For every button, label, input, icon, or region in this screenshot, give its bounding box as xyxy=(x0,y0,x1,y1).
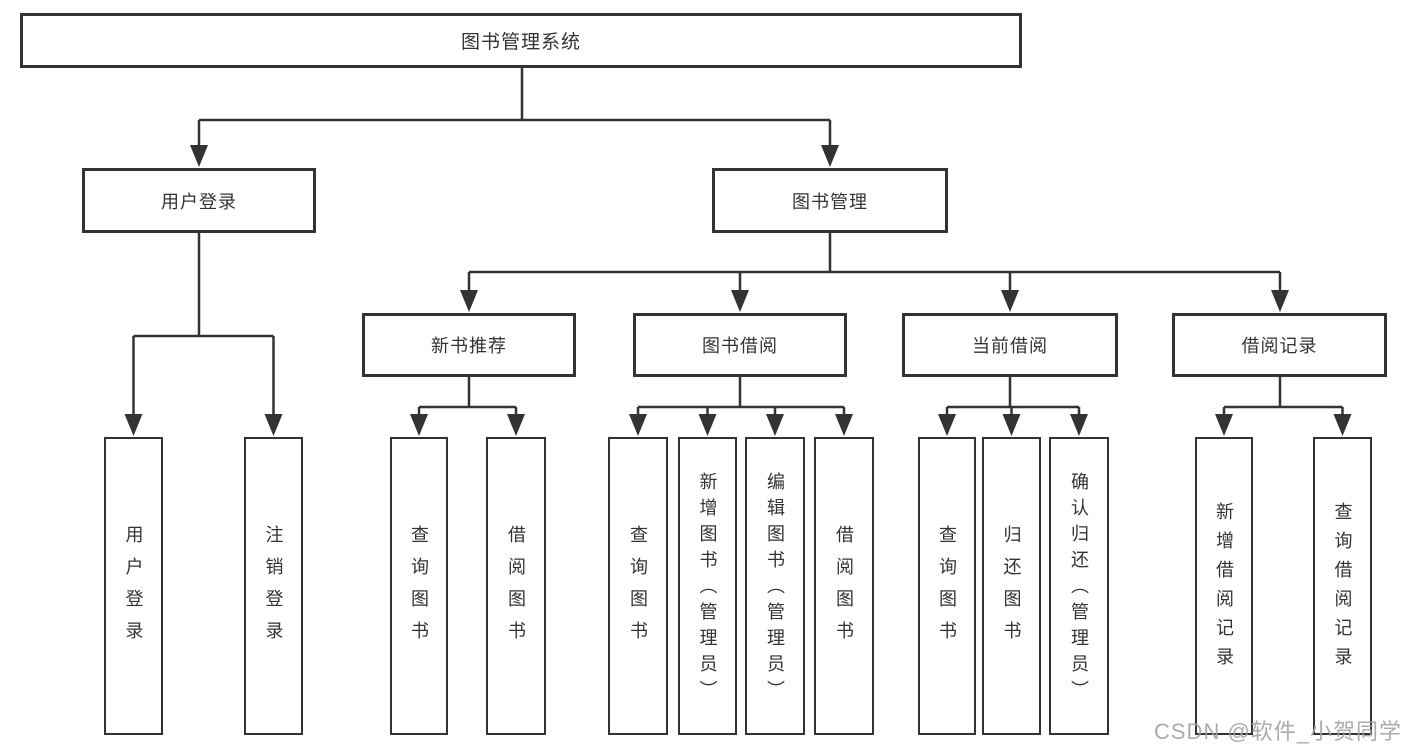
node-borrowing-records: 借阅记录 xyxy=(1172,313,1387,377)
node-user-login: 用户登录 xyxy=(82,168,316,233)
node-label: 用户登录 xyxy=(123,525,144,653)
leaf-logout: 注销登录 xyxy=(244,437,303,735)
node-label: 图书管理 xyxy=(792,191,868,212)
leaf-add-book-admin: 新增图书（管理员） xyxy=(678,437,737,735)
leaf-query-borrow-record: 查询借阅记录 xyxy=(1313,437,1372,735)
leaf-query-books-2: 查询图书 xyxy=(608,437,668,735)
node-label: 借阅记录 xyxy=(1241,336,1318,356)
leaf-confirm-return-admin: 确认归还（管理员） xyxy=(1049,437,1109,735)
node-label: 用户登录 xyxy=(161,191,237,212)
node-library-system: 图书管理系统 xyxy=(20,13,1022,68)
node-label: 新增图书（管理员） xyxy=(697,472,718,706)
node-label: 查询图书 xyxy=(628,525,648,653)
leaf-query-books-1: 查询图书 xyxy=(390,437,448,735)
node-book-borrowing: 图书借阅 xyxy=(633,313,847,377)
node-label: 查询图书 xyxy=(937,525,957,653)
node-label: 当前借阅 xyxy=(972,336,1048,356)
node-label: 新书推荐 xyxy=(431,336,507,356)
node-current-borrowing: 当前借阅 xyxy=(902,313,1118,377)
node-label: 图书管理系统 xyxy=(460,32,581,53)
node-label: 借阅图书 xyxy=(506,525,526,653)
node-label: 编辑图书（管理员） xyxy=(765,472,785,706)
leaf-edit-book-admin: 编辑图书（管理员） xyxy=(745,437,805,735)
node-label: 图书借阅 xyxy=(702,336,778,356)
leaf-user-login: 用户登录 xyxy=(104,437,163,735)
watermark: CSDN @软件_小贺同学 xyxy=(1154,719,1403,744)
node-label: 注销登录 xyxy=(263,525,284,653)
arrowhead-icons xyxy=(124,145,1352,436)
leaf-borrow-books-1: 借阅图书 xyxy=(486,437,546,735)
leaf-return-books: 归还图书 xyxy=(982,437,1041,735)
node-label: 新增借阅记录 xyxy=(1214,502,1234,676)
node-label: 借阅图书 xyxy=(834,525,854,653)
node-label: 归还图书 xyxy=(1001,525,1022,653)
node-label: 查询借阅记录 xyxy=(1332,502,1353,676)
node-new-book-recommend: 新书推荐 xyxy=(362,313,576,377)
leaf-borrow-books-2: 借阅图书 xyxy=(814,437,874,735)
node-label: 查询图书 xyxy=(409,525,429,653)
node-book-management: 图书管理 xyxy=(712,168,948,233)
node-label: 确认归还（管理员） xyxy=(1069,472,1089,706)
leaf-add-borrow-record: 新增借阅记录 xyxy=(1195,437,1253,735)
leaf-query-books-3: 查询图书 xyxy=(918,437,976,735)
